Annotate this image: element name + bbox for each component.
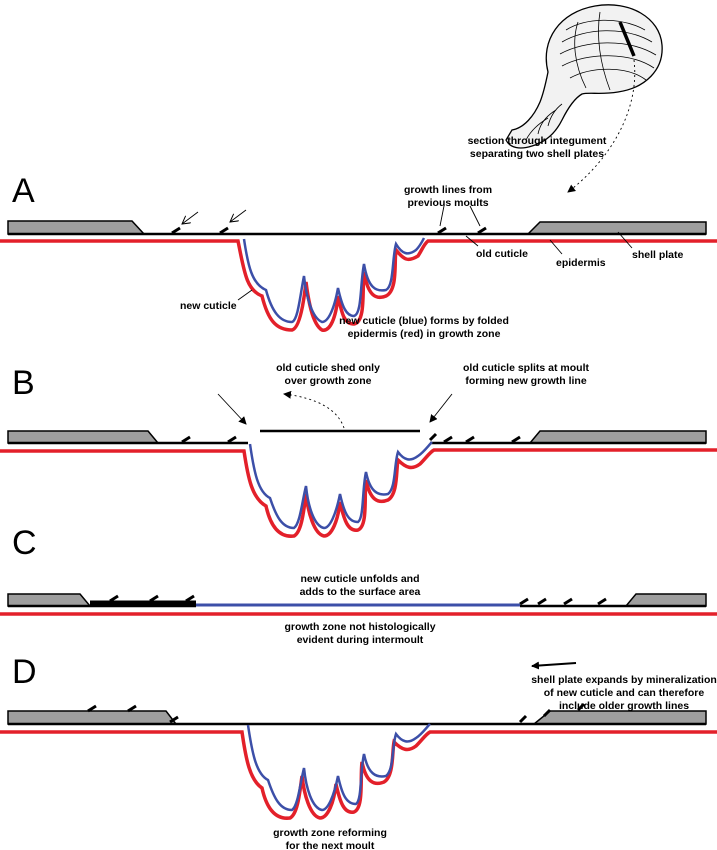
panel-a	[0, 205, 717, 332]
panel-c	[0, 593, 717, 616]
new-cuticle-a	[242, 237, 426, 324]
growth-lines-label-1: growth lines from	[404, 184, 492, 196]
new-cuticle-label: new cuticle	[180, 300, 237, 312]
zone-label-2: evident during intermoult	[297, 634, 424, 646]
epidermis-d	[0, 730, 717, 820]
section-label-2: separating two shell plates	[470, 148, 604, 160]
panel-letter-a: A	[12, 172, 35, 210]
expansion-arrow	[531, 661, 577, 670]
chiton-illustration	[505, 4, 663, 193]
old-cuticle-label: old cuticle	[476, 248, 528, 260]
panel-letter-d: D	[12, 653, 37, 691]
shell-plate-label: shell plate	[632, 249, 684, 261]
reform-label-2: for the next moult	[286, 840, 375, 850]
zone-label-1: growth zone not histologically	[284, 621, 435, 633]
shed-label-2: over growth zone	[285, 375, 372, 387]
new-cuticle-b	[248, 441, 433, 530]
shell-plate-left	[7, 220, 146, 235]
splits-label-1: old cuticle splits at moult	[463, 362, 590, 374]
unfolds-label-2: adds to the surface area	[300, 586, 421, 598]
reform-label-1: growth zone reforming	[273, 827, 387, 839]
section-arrow	[567, 59, 636, 193]
panel-d	[0, 661, 717, 820]
unfolds-label-1: new cuticle unfolds and	[300, 573, 419, 585]
panel-letter-c: C	[12, 524, 37, 562]
section-marker	[618, 21, 636, 57]
epidermis-b	[0, 448, 717, 538]
forms-label-1: new cuticle (blue) forms by folded	[339, 315, 509, 327]
panel-letter-b: B	[12, 364, 35, 402]
growth-lines-label-2: previous moults	[407, 197, 488, 209]
splits-label-2: forming new growth line	[465, 375, 586, 387]
epidermis-a	[0, 239, 717, 332]
epidermis-label: epidermis	[556, 257, 606, 269]
shed-label-1: old cuticle shed only	[276, 362, 380, 374]
expands-label-1: shell plate expands by mineralization	[531, 674, 717, 686]
panel-b	[0, 390, 717, 538]
expands-label-3: include older growth lines	[559, 700, 689, 712]
forms-label-2: epidermis (red) in growth zone	[348, 328, 501, 340]
new-cuticle-d	[246, 723, 431, 812]
expands-label-2: of new cuticle and can therefore	[544, 687, 705, 699]
shell-plate-right	[526, 221, 707, 235]
section-label-1: section through integument	[468, 135, 607, 147]
